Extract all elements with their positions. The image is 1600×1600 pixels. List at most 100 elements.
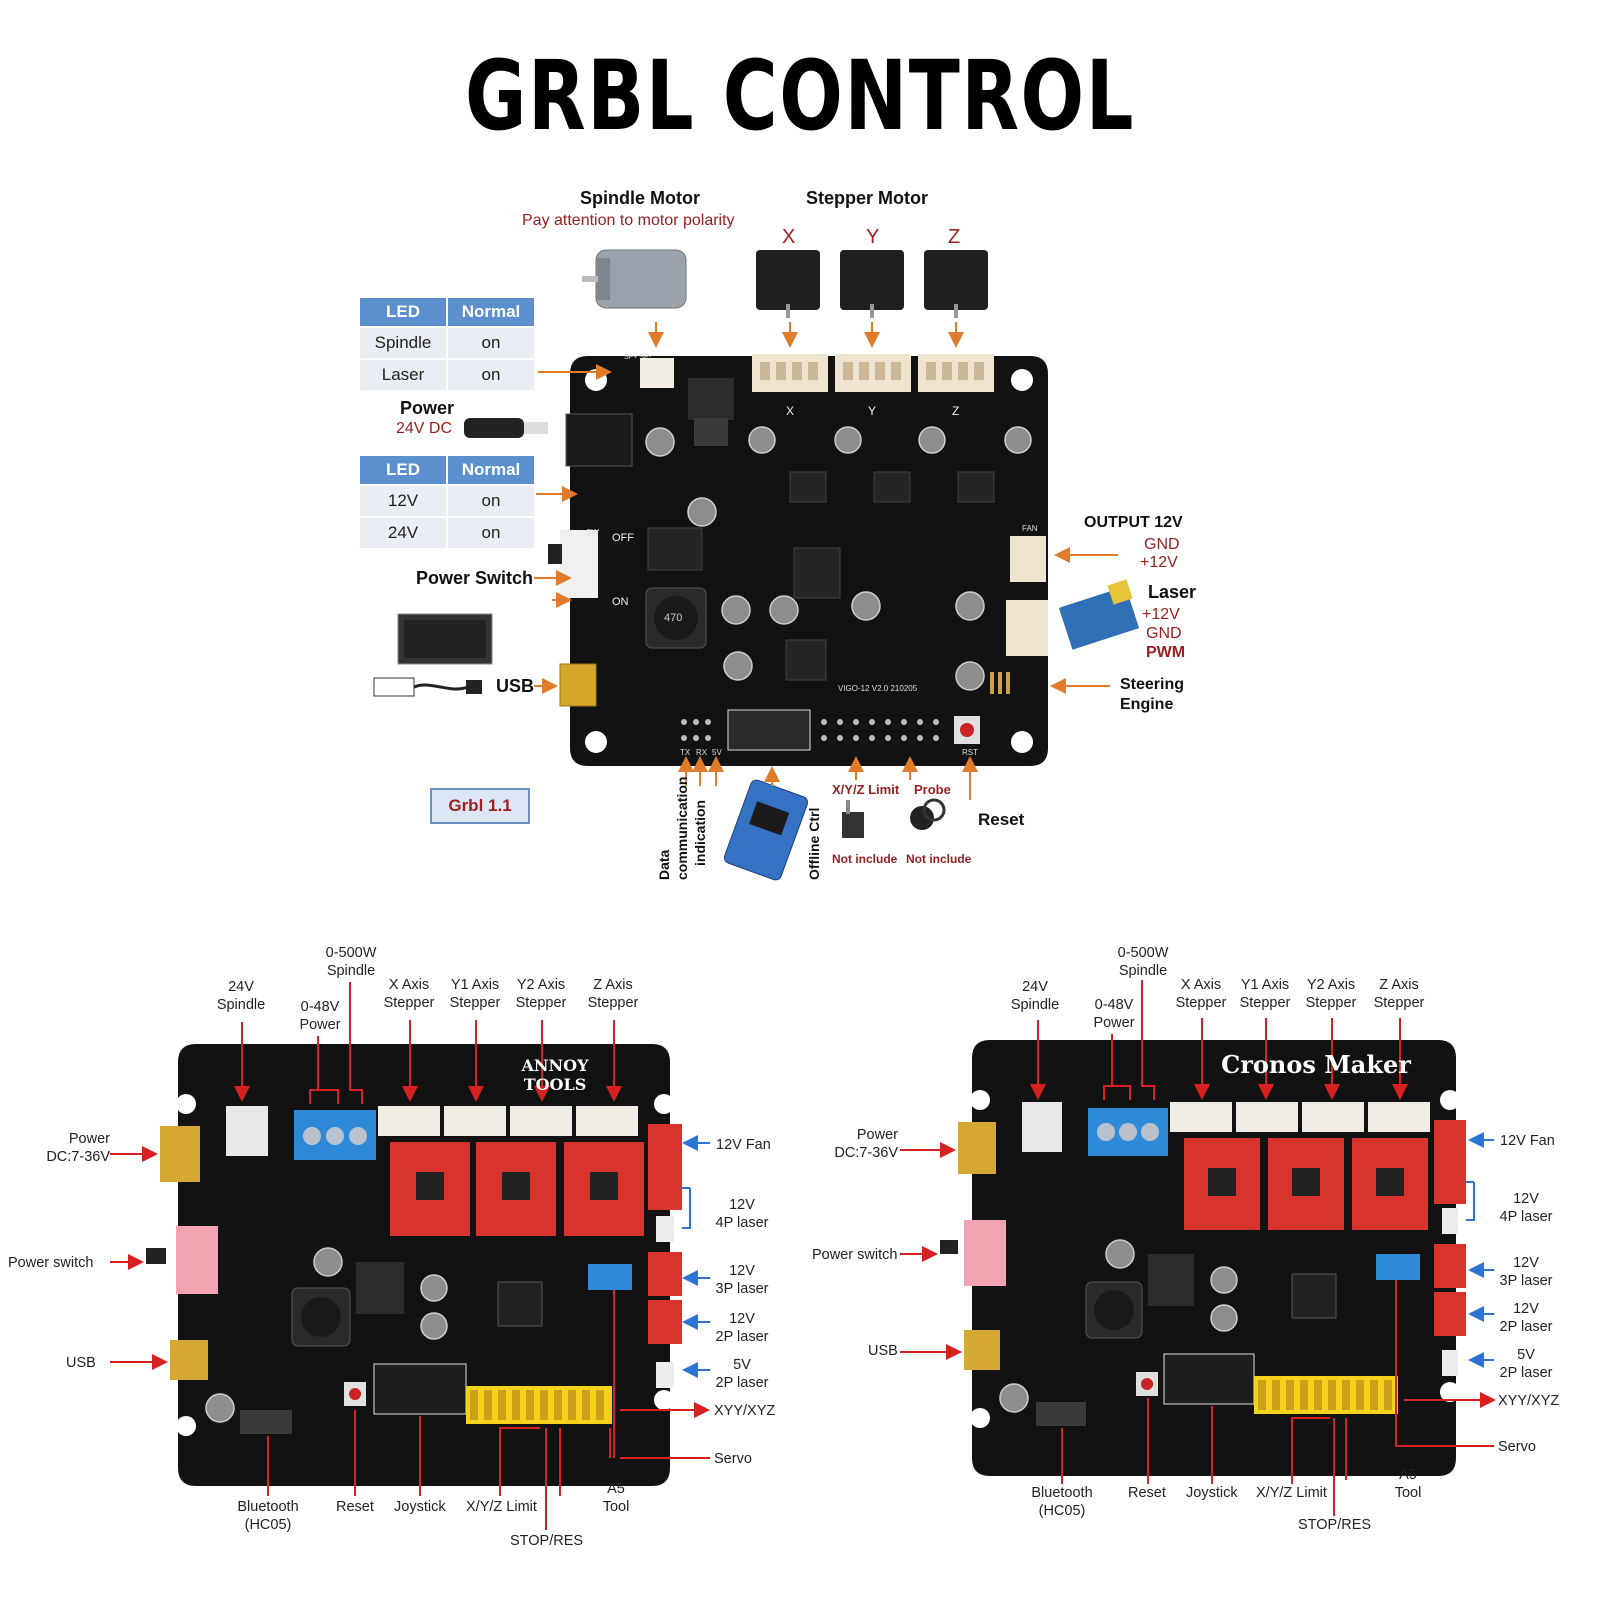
bottom-left-board bbox=[146, 1044, 682, 1486]
limit-switch-image bbox=[842, 800, 864, 838]
bottom-left-red-arrows bbox=[110, 982, 710, 1530]
laser-gnd-pin: GND bbox=[1146, 625, 1182, 642]
steering-engine-label-1: Steering bbox=[1120, 676, 1185, 693]
data-comm-label-3: indication bbox=[692, 799, 708, 866]
xyz-limit-label: X/Y/Z Limit bbox=[832, 782, 900, 797]
board-inductor-text: 470 bbox=[664, 612, 683, 624]
probe-not-include: Not include bbox=[906, 852, 972, 866]
led-name: 24V bbox=[358, 516, 448, 550]
board-sw-text: SW bbox=[586, 528, 599, 537]
bl-12v-fan: 12V Fan bbox=[716, 1137, 771, 1153]
br-reset: Reset bbox=[1128, 1485, 1166, 1501]
board-x-text: X bbox=[786, 404, 795, 418]
stepper-axis-x: X bbox=[782, 226, 796, 248]
led-header: LED bbox=[358, 296, 448, 328]
normal-header: Normal bbox=[446, 454, 536, 486]
br-usb: USB bbox=[868, 1343, 898, 1359]
output-gnd: GND bbox=[1144, 536, 1180, 553]
board-sp-text: SP+ SP- bbox=[624, 354, 652, 361]
bl-xyy-xyz: XYY/XYZ bbox=[714, 1403, 776, 1419]
bottom-left-blue-arrows bbox=[682, 1135, 710, 1378]
board-5v-text: 5V bbox=[712, 748, 722, 757]
board-tx-text: TX bbox=[680, 748, 691, 757]
offline-ctrl-label: Offline Ctrl bbox=[806, 807, 822, 880]
led-state: on bbox=[446, 484, 536, 518]
output-12v-label: OUTPUT 12V bbox=[1084, 514, 1183, 531]
data-comm-label-2: communication bbox=[674, 776, 690, 880]
bl-bluetooth: Bluetooth(HC05) bbox=[237, 1499, 299, 1533]
data-comm-label-1: Data bbox=[656, 849, 672, 880]
led-state: on bbox=[446, 326, 536, 360]
br-servo: Servo bbox=[1498, 1439, 1536, 1455]
board-z-text: Z bbox=[952, 404, 960, 418]
laptop-image bbox=[397, 613, 493, 665]
bottom-right-red-arrows bbox=[900, 980, 1496, 1516]
normal-header: Normal bbox=[446, 296, 536, 328]
bl-reset: Reset bbox=[336, 1499, 374, 1515]
led-header: LED bbox=[358, 454, 448, 486]
board-fan-text: FAN bbox=[1022, 524, 1038, 533]
bl-power-switch: Power switch bbox=[8, 1255, 94, 1271]
top-controller-board bbox=[548, 354, 1048, 766]
board-off-text: OFF bbox=[612, 532, 634, 544]
laser-module-image bbox=[1058, 579, 1140, 650]
bl-joystick: Joystick bbox=[394, 1499, 446, 1515]
br-stop-res: STOP/RES bbox=[1298, 1517, 1372, 1533]
bl-usb: USB bbox=[66, 1355, 96, 1371]
stepper-motor-images bbox=[756, 250, 988, 318]
stepper-motor-label: Stepper Motor bbox=[806, 188, 929, 208]
board-model-text: VIGO-12 V2.0 210205 bbox=[838, 684, 918, 693]
power-plug-image bbox=[464, 418, 548, 438]
board-y-text: Y bbox=[868, 404, 877, 418]
led-state: on bbox=[446, 516, 536, 550]
br-12v-fan: 12V Fan bbox=[1500, 1133, 1555, 1149]
stepper-axis-y: Y bbox=[866, 226, 880, 248]
br-bluetooth: Bluetooth(HC05) bbox=[1031, 1485, 1093, 1519]
br-joystick: Joystick bbox=[1186, 1485, 1238, 1501]
power-voltage: 24V DC bbox=[396, 420, 453, 437]
top-arrows bbox=[534, 322, 1118, 800]
led-name: Laser bbox=[358, 358, 448, 392]
bottom-right-board bbox=[940, 1040, 1466, 1476]
br-xyy-xyz: XYY/XYZ bbox=[1498, 1393, 1560, 1409]
probe-label: Probe bbox=[914, 782, 951, 797]
power-label: Power bbox=[400, 398, 455, 418]
limit-not-include: Not include bbox=[832, 852, 898, 866]
offline-controller-image bbox=[723, 779, 809, 881]
board-rx-text: RX bbox=[696, 748, 708, 757]
usb-cable-image bbox=[373, 677, 482, 697]
page-title: GRBL CONTROL bbox=[464, 40, 1136, 152]
annoy-tools-logo: ANNOY TOOLS bbox=[521, 1056, 589, 1094]
led-name: 12V bbox=[358, 484, 448, 518]
br-xyz-limit: X/Y/Z Limit bbox=[1256, 1485, 1327, 1501]
laser-12v-pin: +12V bbox=[1142, 606, 1180, 623]
br-power-switch: Power switch bbox=[812, 1247, 898, 1263]
bl-xyz-limit: X/Y/Z Limit bbox=[466, 1499, 537, 1515]
led-state: on bbox=[446, 358, 536, 392]
